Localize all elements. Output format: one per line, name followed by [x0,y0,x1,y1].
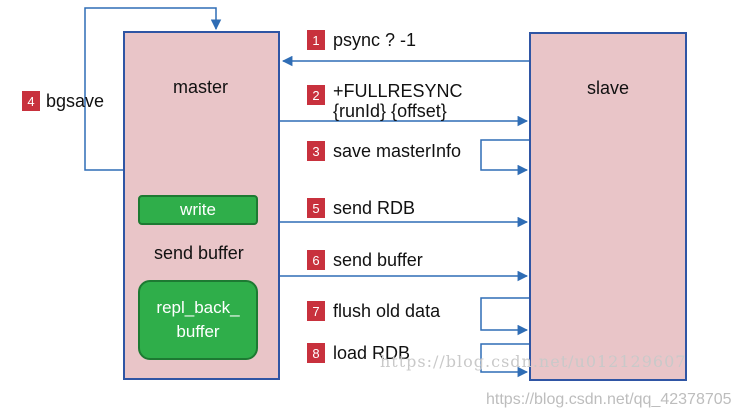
step-7: 7 flush old data [307,301,440,321]
bgsave-loop-arrow [84,7,222,171]
step-5: 5 send RDB [307,198,415,218]
step-8-badge: 8 [307,343,325,363]
save-masterinfo-loop-arrow [480,139,529,176]
step-6-badge: 6 [307,250,325,270]
step-8-text: load RDB [333,343,411,363]
repl-back-buffer-box: repl_back_ buffer [138,280,258,360]
flush-loop-arrow [480,297,529,336]
write-box: write [138,195,258,225]
step-3-badge: 3 [307,141,325,161]
step-4: 4 bgsave [22,91,104,111]
step-4-text: bgsave [46,91,105,111]
repl-buffer-line2: buffer [176,322,220,341]
step-6: 6 send buffer [307,250,423,270]
step-7-badge: 7 [307,301,325,321]
internal-send-buffer-label: send buffer [154,243,244,263]
step-6-text: send buffer [333,250,423,270]
step-2: 2 +FULLRESYNC {runId} {offset} [307,81,463,121]
step-8: 8 load RDB [307,343,410,363]
write-label: write [180,200,216,219]
step-3: 3 save masterInfo [307,141,461,161]
step-2-badge: 2 [307,85,325,105]
step-4-badge: 4 [22,91,40,111]
step-1-text: psync ? -1 [333,30,417,50]
load-rdb-loop-arrow [480,343,529,378]
repl-buffer-line1: repl_back_ [156,298,240,317]
slave-label: slave [587,78,630,98]
step-2-text: +FULLRESYNC [333,81,463,101]
step-5-badge: 5 [307,198,325,218]
inline-watermark: https://blog.csdn.net/u012129607 [380,352,687,371]
master-label: master [173,77,229,97]
step-5-text: send RDB [333,198,416,218]
step-1: 1 psync ? -1 [307,30,416,50]
step-3-text: save masterInfo [333,141,462,161]
step-1-badge: 1 [307,30,325,50]
slave-node: slave [529,32,687,381]
step-2-text2: {runId} {offset} [333,101,447,121]
step-7-text: flush old data [333,301,441,321]
corner-watermark: https://blog.csdn.net/qq_42378705 [486,391,732,408]
